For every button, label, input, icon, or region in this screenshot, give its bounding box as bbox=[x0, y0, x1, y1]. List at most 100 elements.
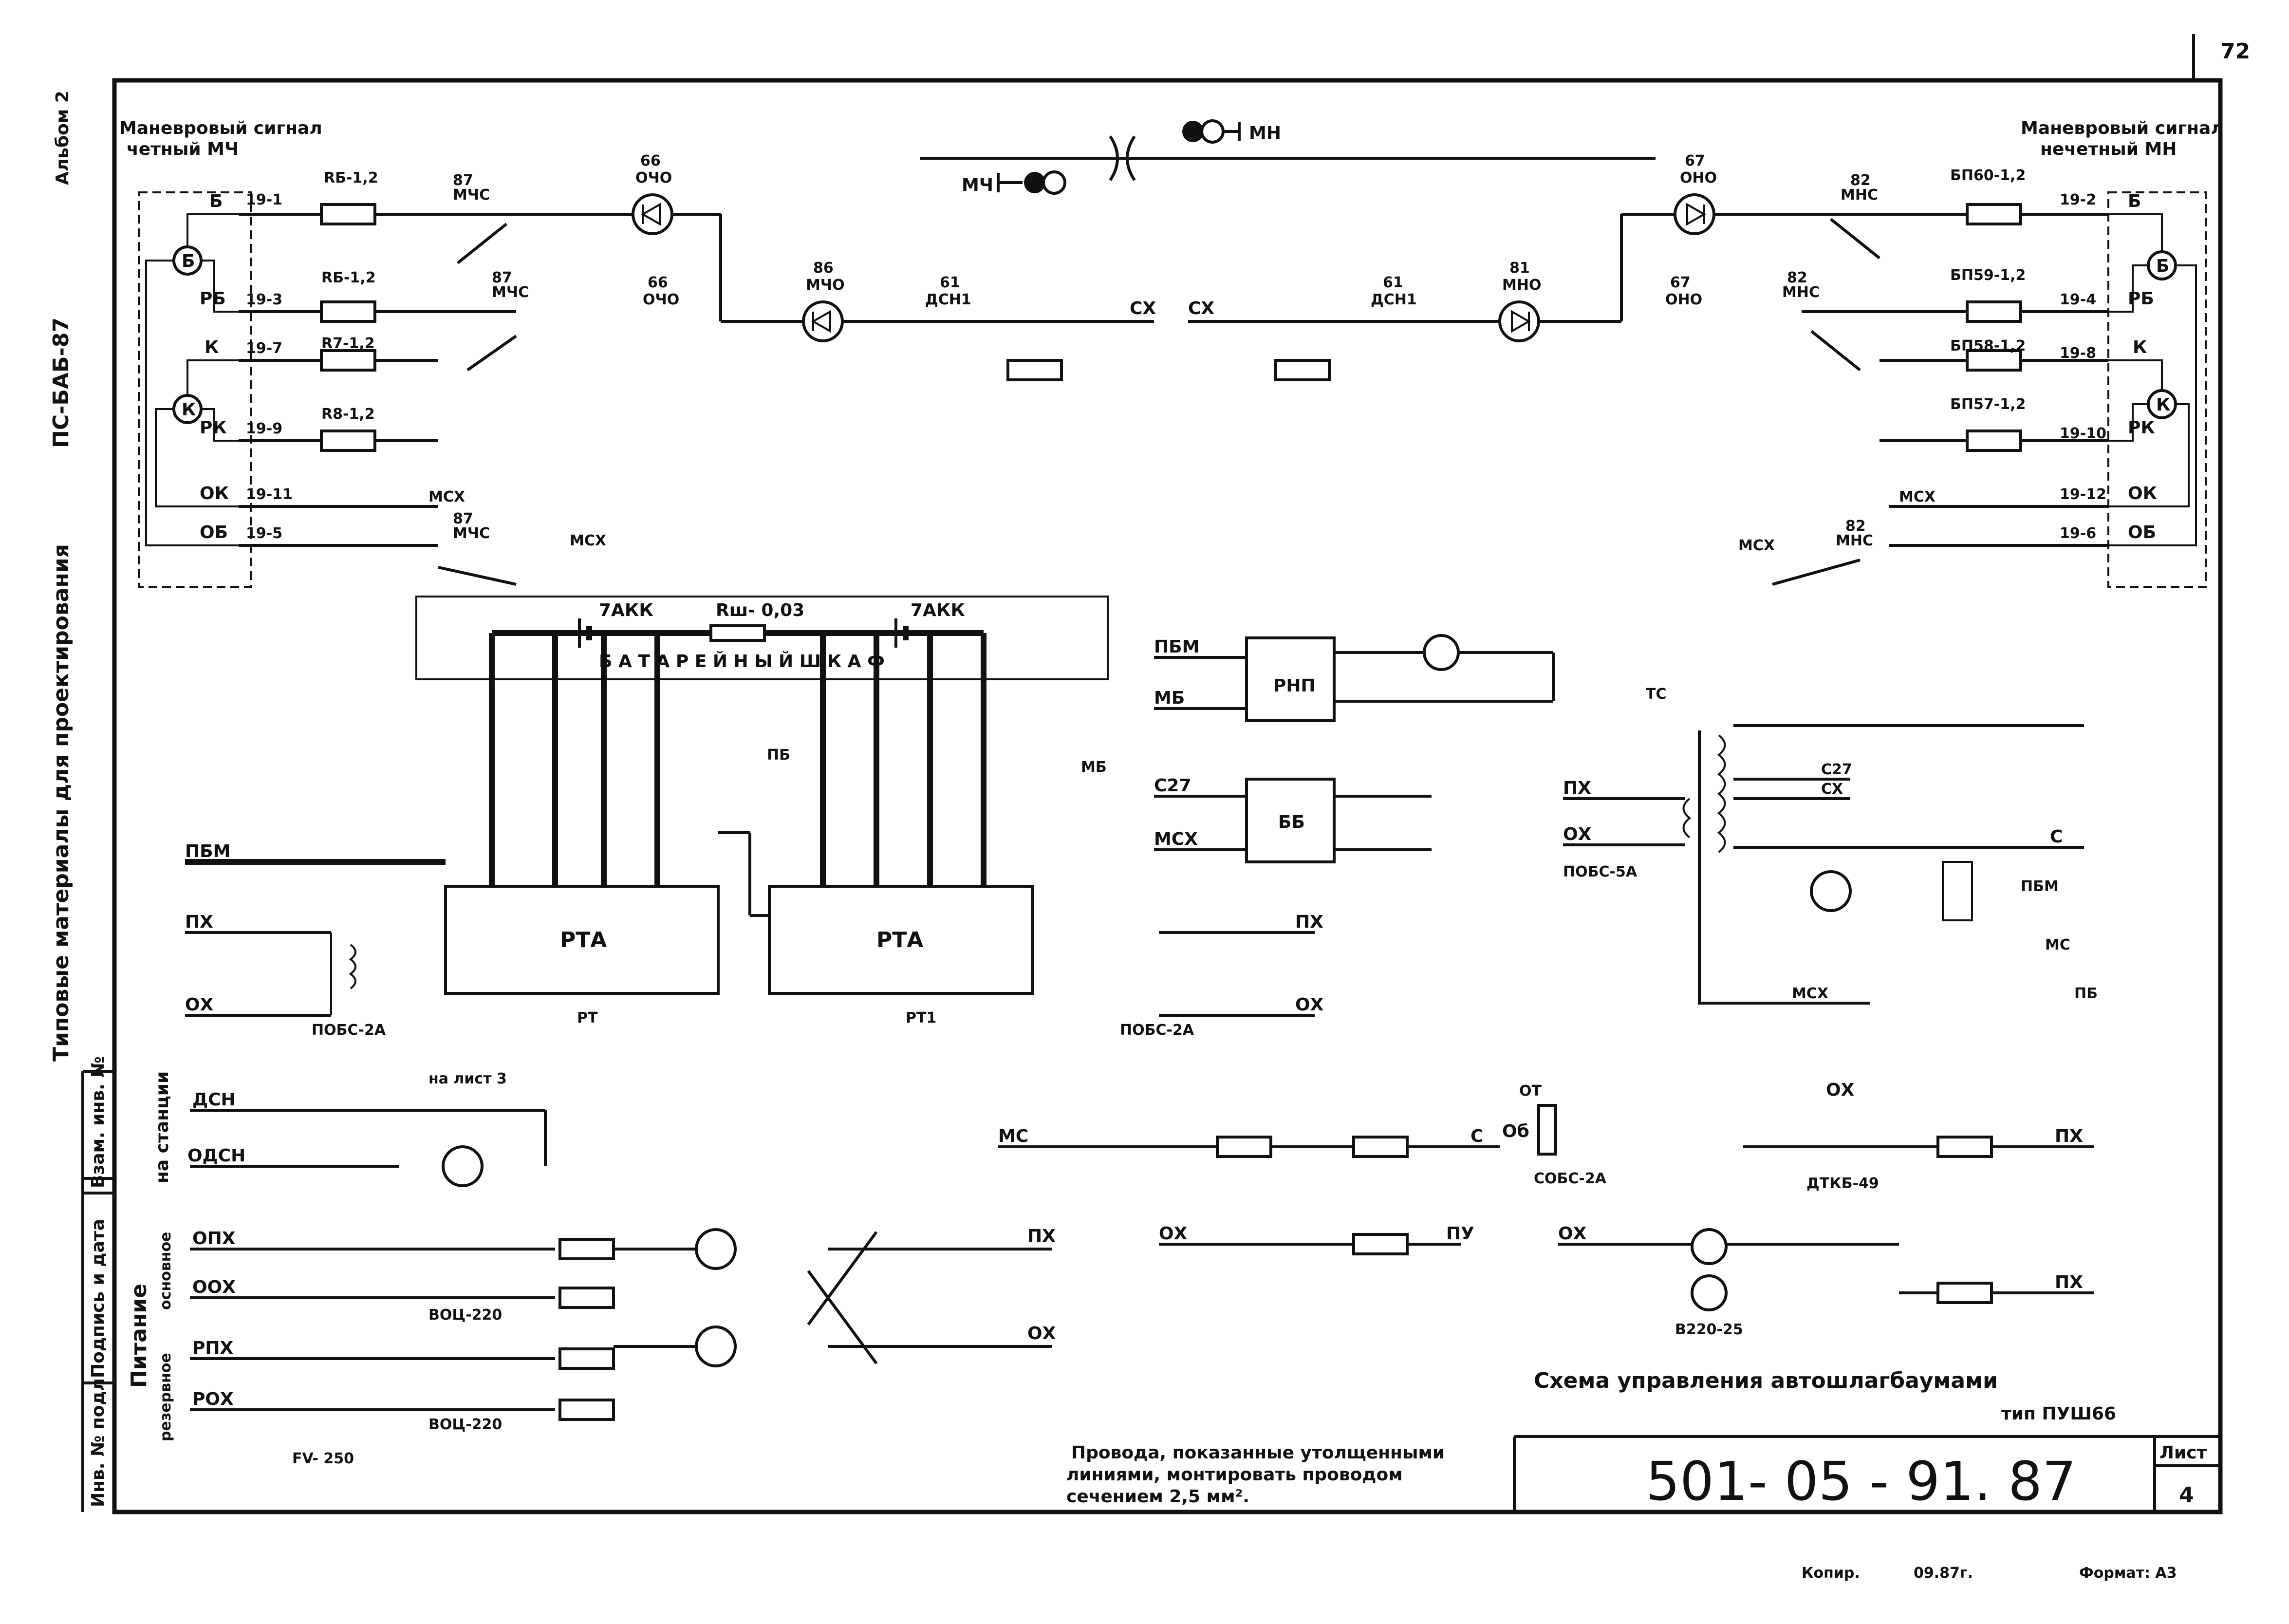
rezervnoe-label: резервное bbox=[157, 1353, 174, 1441]
power-wire-5: РПХ bbox=[192, 1338, 234, 1358]
format-label: Формат: А3 bbox=[2079, 1565, 2177, 1582]
left-signal-title-2: четный МЧ bbox=[127, 139, 239, 159]
signal-mch-label: МЧ bbox=[962, 175, 993, 195]
voc-label-2: ВОЦ-220 bbox=[428, 1416, 502, 1433]
ms-label: МС bbox=[2045, 936, 2070, 953]
svg-text:66: 66 bbox=[640, 152, 661, 169]
svg-text:К: К bbox=[2156, 395, 2170, 415]
scheme-type: тип ПУШ66 bbox=[2001, 1404, 2116, 1424]
power-block: на станции Питание основное резервное ДС… bbox=[127, 1070, 1056, 1467]
title-block: Схема управления автошлагбаумами тип ПУШ… bbox=[1066, 1368, 2220, 1512]
sheet-number: 4 bbox=[2179, 1483, 2194, 1508]
left-signal-title-1: Маневровый сигнал bbox=[119, 118, 322, 138]
left-wire-1: Б bbox=[209, 191, 223, 211]
svg-text:61: 61 bbox=[1383, 274, 1403, 291]
ms-label-2: МС bbox=[998, 1126, 1028, 1146]
px-label-5: ПХ bbox=[2055, 1126, 2083, 1146]
ms-line: МС С ОХ ПУ bbox=[998, 1126, 1500, 1255]
left-msx-2: МСХ bbox=[570, 532, 606, 549]
dtkb-label: ДТКБ-49 bbox=[1806, 1175, 1879, 1192]
left-term-3: 19-7 bbox=[246, 340, 282, 357]
note-line-2: линиями, монтировать проводом bbox=[1066, 1465, 1403, 1485]
album-label: Альбом 2 bbox=[53, 91, 73, 185]
rnp-label: РНП bbox=[1273, 676, 1316, 696]
px-label-4: ПХ bbox=[1027, 1226, 1056, 1246]
scheme-title: Схема управления автошлагбаумами bbox=[1534, 1368, 1998, 1393]
ox-label-2: ОХ bbox=[1295, 995, 1324, 1015]
left-term-5: 19-11 bbox=[246, 486, 293, 503]
right-res-2: БП59-1,2 bbox=[1950, 267, 2026, 284]
battery-cabinet: 7АКК 7АКК Rш- 0,03 Б А Т А Р Е Й Н Ы Й Ш… bbox=[415, 596, 1109, 886]
msx-label-3: МСХ bbox=[1154, 829, 1198, 849]
svg-text:МЧС: МЧС bbox=[453, 187, 490, 204]
svg-text:82: 82 bbox=[1850, 172, 1871, 189]
svg-text:Б: Б bbox=[2156, 256, 2169, 276]
na-list-label: на лист 3 bbox=[428, 1070, 507, 1087]
msx-label-4: МСХ bbox=[1792, 985, 1828, 1002]
rt1-label: РТ1 bbox=[906, 1009, 936, 1027]
left-wire-2: РБ bbox=[200, 289, 226, 309]
right-wire-5: ОК bbox=[2128, 484, 2157, 504]
svg-text:86: 86 bbox=[813, 260, 834, 277]
rsh-label: Rш- 0,03 bbox=[716, 600, 804, 620]
side-stamp: Инв. № подл. Подпись и дата Взам. инв. №… bbox=[49, 91, 116, 1512]
note-line-1: Провода, показанные утолщенными bbox=[1071, 1443, 1445, 1463]
right-res-4: БП57-1,2 bbox=[1950, 396, 2026, 413]
svg-text:ОЧО: ОЧО bbox=[635, 169, 672, 187]
right-signal-title-2: нечетный МН bbox=[2040, 139, 2177, 159]
right-term-3: 19-8 bbox=[2060, 345, 2096, 362]
sobs2a-label: СОБС-2А bbox=[1534, 1170, 1607, 1187]
left-term-2: 19-3 bbox=[246, 291, 282, 308]
svg-text:ОНО: ОНО bbox=[1665, 291, 1702, 308]
right-term-6: 19-6 bbox=[2060, 525, 2096, 542]
inv-repl-label: Взам. инв. № bbox=[88, 1056, 108, 1188]
left-msx-1: МСХ bbox=[428, 488, 465, 505]
right-wire-3: К bbox=[2133, 337, 2147, 357]
right-res-3: БП58-1,2 bbox=[1950, 337, 2026, 355]
ox-label-6: ОХ bbox=[1826, 1080, 1855, 1100]
copy-date: 09.87г. bbox=[1914, 1565, 1973, 1582]
left-res-1: RБ-1,2 bbox=[324, 169, 378, 187]
svg-text:МЧО: МЧО bbox=[806, 277, 845, 294]
svg-text:К: К bbox=[182, 400, 196, 420]
ox-label-1: ОХ bbox=[185, 995, 214, 1015]
osnovnoe-label: основное bbox=[157, 1232, 174, 1310]
signal-symbol: МЧ МН bbox=[920, 119, 1656, 195]
bb-label: ББ bbox=[1278, 812, 1305, 832]
pbm-label-2: ПБМ bbox=[1154, 637, 1199, 657]
drawing-code: 501- 05 - 91. 87 bbox=[1646, 1450, 2076, 1512]
pbm-label: ПБМ bbox=[185, 841, 230, 861]
note-line-3: сечением 2,5 мм². bbox=[1066, 1487, 1249, 1507]
cx-label: СХ bbox=[1821, 781, 1843, 798]
left-term-1: 19-1 bbox=[246, 191, 282, 208]
svg-text:61: 61 bbox=[940, 274, 960, 291]
c27-label-2: С27 bbox=[1821, 761, 1852, 778]
px-label-6: ПХ bbox=[2055, 1272, 2083, 1292]
power-wire-1: ДСН bbox=[192, 1090, 236, 1110]
svg-text:67: 67 bbox=[1685, 152, 1705, 169]
right-term-2: 19-4 bbox=[2060, 291, 2096, 308]
voc-label-1: ВОЦ-220 bbox=[428, 1307, 502, 1324]
power-wire-4: ООХ bbox=[192, 1277, 236, 1297]
battery-label: Б А Т А Р Е Й Н Ы Й Ш К А Ф bbox=[599, 651, 885, 672]
svg-text:87: 87 bbox=[453, 510, 473, 527]
svg-text:ОНО: ОНО bbox=[1680, 169, 1717, 187]
akk-label-2: 7АКК bbox=[911, 600, 965, 620]
left-sx-label: СХ bbox=[1130, 299, 1156, 318]
right-wire-4: РК bbox=[2128, 418, 2155, 438]
pobs5a-label: ПОБС-5А bbox=[1563, 863, 1638, 880]
svg-text:82: 82 bbox=[1787, 269, 1807, 286]
mb-label: МБ bbox=[1081, 759, 1107, 776]
svg-text:ОЧО: ОЧО bbox=[643, 291, 679, 308]
side-title: Типовые материалы для проектирования bbox=[49, 544, 74, 1062]
power-wire-2: ОДСН bbox=[187, 1146, 245, 1166]
ox-label-5: ОХ bbox=[1159, 1224, 1188, 1244]
rta-right-label: РТА bbox=[876, 928, 923, 952]
ox-label-7: ОХ bbox=[1558, 1224, 1587, 1244]
svg-text:МНС: МНС bbox=[1841, 187, 1878, 204]
svg-text:МНО: МНО bbox=[1502, 277, 1541, 294]
svg-text:81: 81 bbox=[1509, 260, 1530, 277]
svg-text:87: 87 bbox=[492, 269, 512, 286]
pobs2a-right: ПОБС-2А bbox=[1120, 1022, 1194, 1039]
